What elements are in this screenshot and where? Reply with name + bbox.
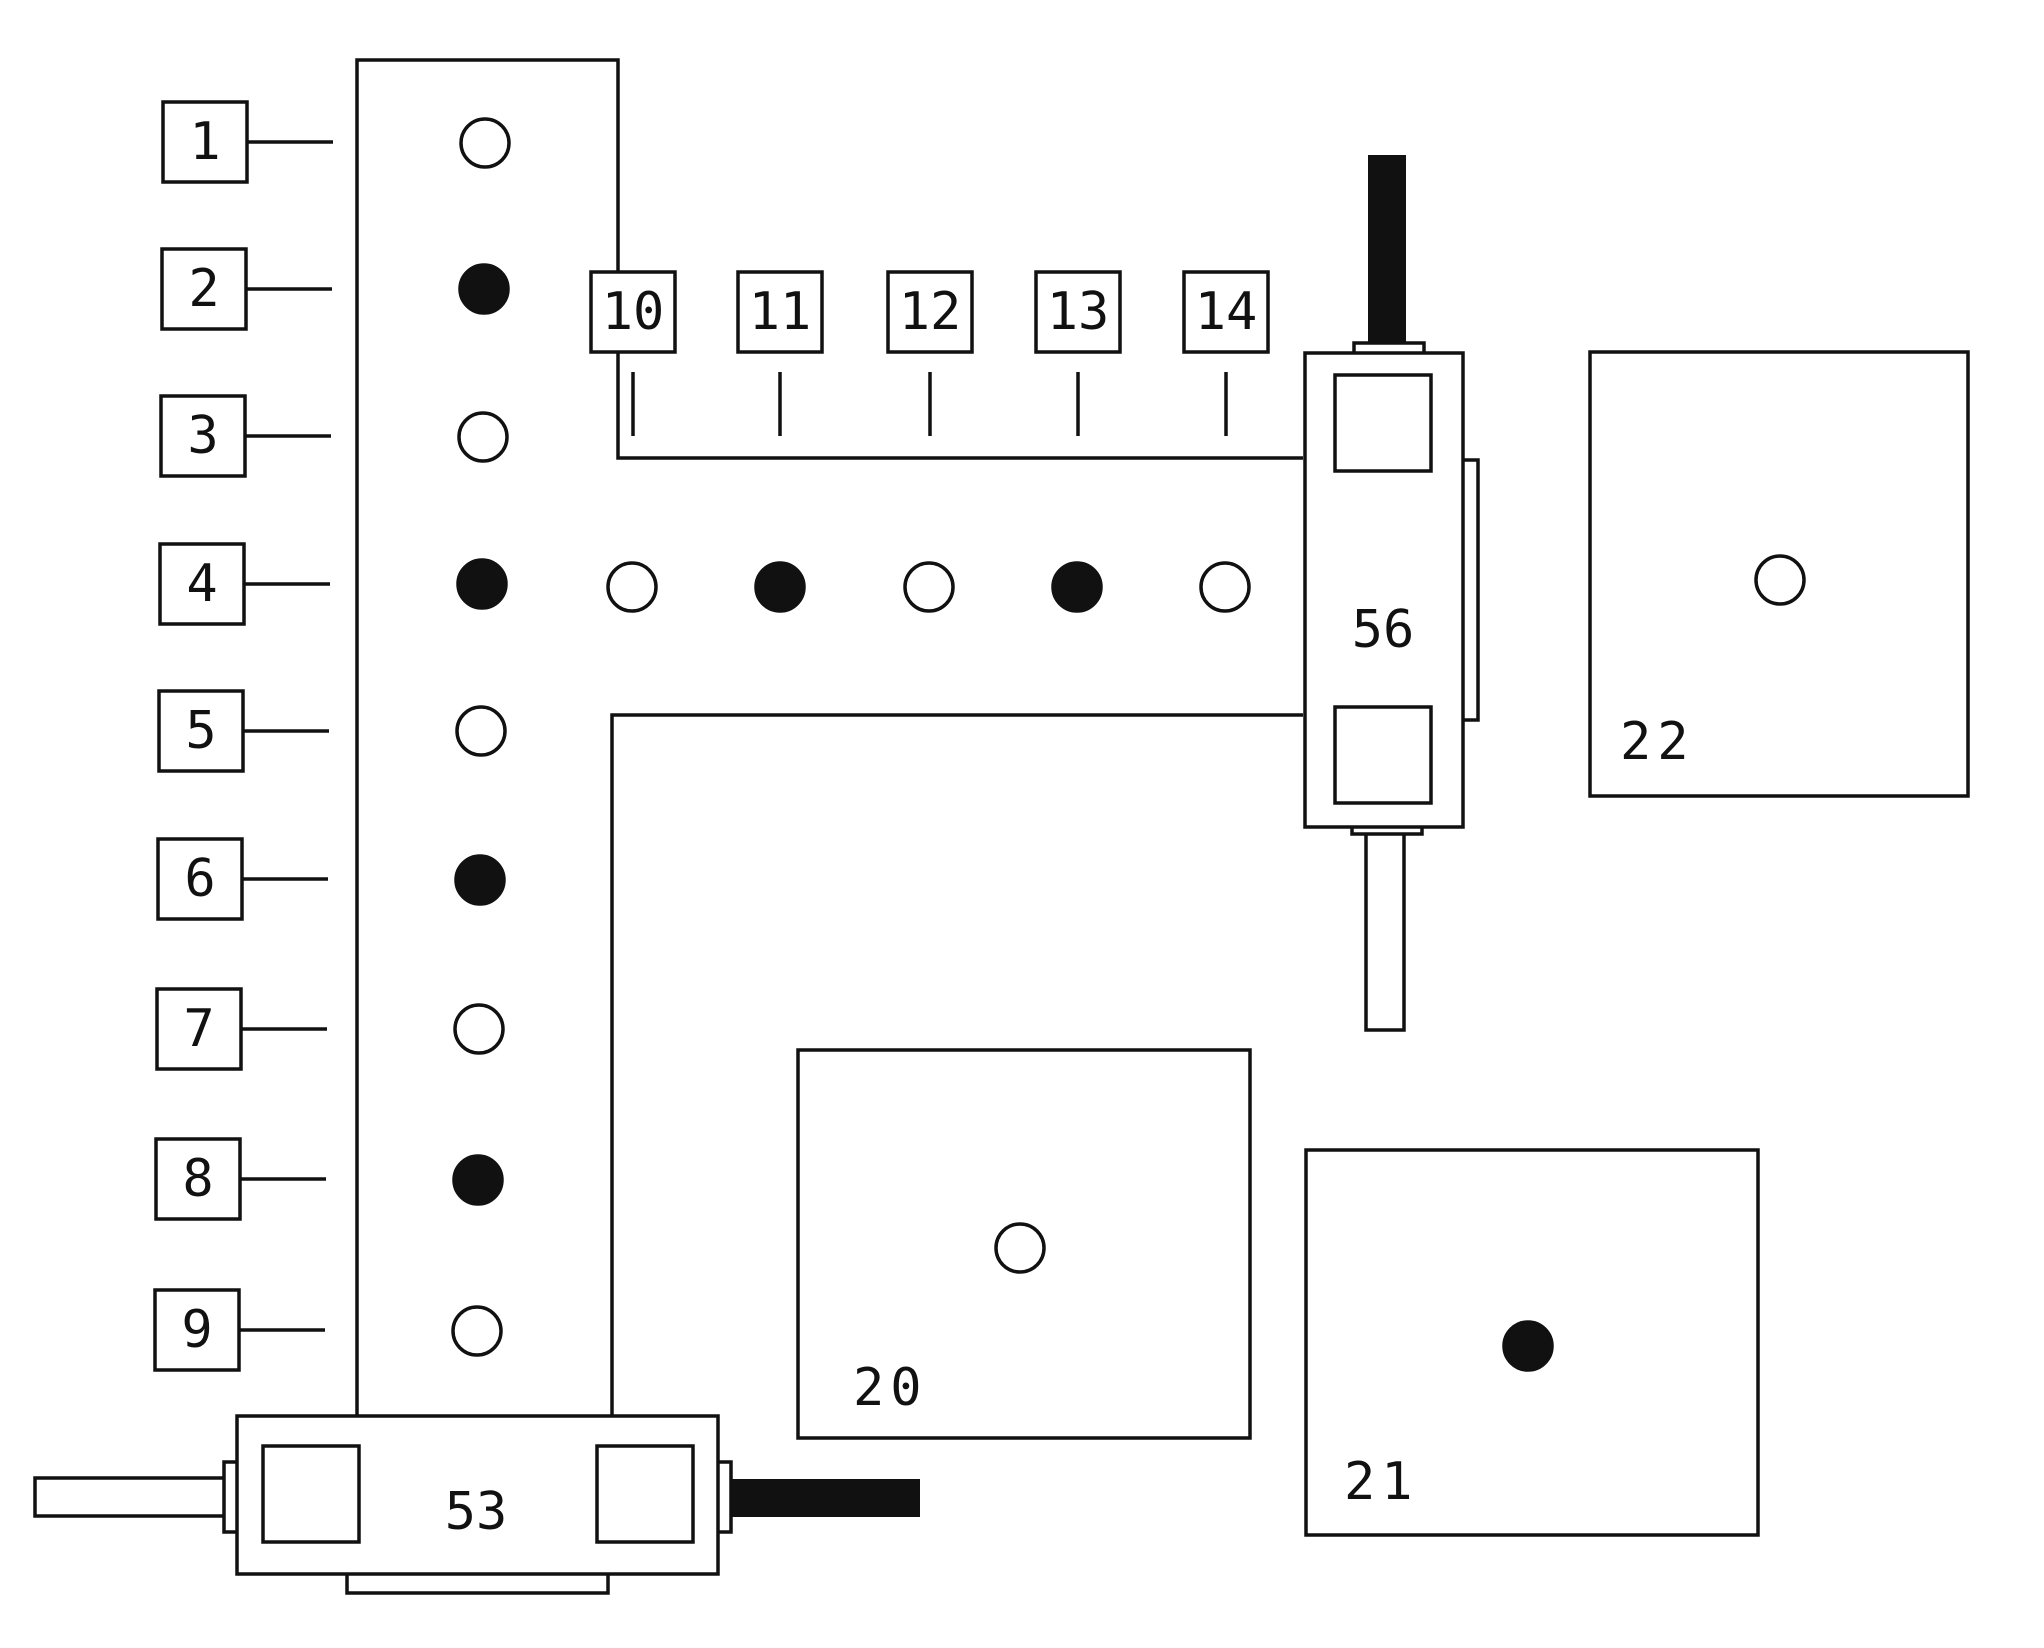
module-53-label: 53 bbox=[445, 1482, 508, 1542]
label-9-text: 9 bbox=[181, 1300, 212, 1360]
module-56-label: 56 bbox=[1352, 600, 1415, 660]
module-53-right-window bbox=[595, 1444, 695, 1544]
label-box-8: 8 bbox=[154, 1137, 326, 1221]
label-11-text: 11 bbox=[749, 282, 812, 342]
hole-v5 bbox=[455, 705, 507, 757]
hole-v1 bbox=[459, 117, 511, 169]
track-outer-edge bbox=[355, 58, 1303, 1415]
label-box-6: 6 bbox=[156, 837, 328, 921]
label-6-text: 6 bbox=[184, 849, 215, 909]
hole-v2 bbox=[458, 263, 510, 315]
panel-20: 20 bbox=[796, 1048, 1252, 1440]
label-box-9: 9 bbox=[153, 1288, 325, 1372]
vertical-hole-column bbox=[451, 117, 511, 1357]
label-box-14: 14 bbox=[1182, 270, 1270, 354]
module-53-left-window bbox=[261, 1444, 361, 1544]
label-3-text: 3 bbox=[187, 406, 218, 466]
panel-22-label: 22 bbox=[1620, 712, 1695, 772]
hole-v3 bbox=[457, 411, 509, 463]
label-box-3: 3 bbox=[159, 394, 331, 478]
hole-v8 bbox=[452, 1154, 504, 1206]
hole-v6 bbox=[454, 854, 506, 906]
hole-h2 bbox=[754, 561, 806, 613]
module-56-lower-window bbox=[1333, 705, 1433, 805]
l-track bbox=[355, 58, 1303, 1415]
module-56-upper-window bbox=[1333, 373, 1433, 473]
module-56-bottom-rod bbox=[1364, 830, 1406, 1032]
panel-21-label: 21 bbox=[1344, 1452, 1419, 1512]
label-12-text: 12 bbox=[899, 282, 962, 342]
left-label-column: 1 2 3 4 5 6 7 bbox=[153, 100, 333, 1372]
label-14-text: 14 bbox=[1195, 282, 1258, 342]
top-label-row: 10 11 12 13 14 bbox=[589, 270, 1270, 354]
label-box-4: 4 bbox=[158, 542, 330, 626]
module-56: 56 bbox=[1303, 155, 1480, 1032]
hole-h3 bbox=[903, 561, 955, 613]
module-56-top-rod bbox=[1368, 155, 1406, 345]
label-box-13: 13 bbox=[1034, 270, 1122, 354]
label-box-11: 11 bbox=[736, 270, 824, 354]
hole-h4 bbox=[1051, 561, 1103, 613]
module-53-left-rod bbox=[33, 1476, 229, 1518]
label-box-7: 7 bbox=[155, 987, 327, 1071]
label-1-text: 1 bbox=[189, 112, 220, 172]
label-box-5: 5 bbox=[157, 689, 329, 773]
panel-20-label: 20 bbox=[853, 1358, 928, 1418]
label-box-2: 2 bbox=[160, 247, 332, 331]
module-53-base-plate bbox=[345, 1575, 610, 1595]
module-56-side-plate bbox=[1463, 458, 1480, 722]
horizontal-hole-row bbox=[606, 561, 1251, 613]
panel-22: 22 bbox=[1588, 350, 1970, 798]
hole-v9 bbox=[451, 1305, 503, 1357]
label-8-text: 8 bbox=[182, 1149, 213, 1209]
label-box-12: 12 bbox=[886, 270, 974, 354]
module-53-right-rod bbox=[728, 1479, 920, 1517]
panel-21: 21 bbox=[1304, 1148, 1760, 1537]
panel-22-hole bbox=[1754, 554, 1806, 606]
hole-v7 bbox=[453, 1003, 505, 1055]
hole-h1 bbox=[606, 561, 658, 613]
label-2-text: 2 bbox=[188, 259, 219, 319]
label-box-1: 1 bbox=[161, 100, 333, 184]
label-5-text: 5 bbox=[185, 701, 216, 761]
hole-h5 bbox=[1199, 561, 1251, 613]
label-13-text: 13 bbox=[1047, 282, 1110, 342]
label-10-text: 10 bbox=[602, 282, 665, 342]
panel-20-hole bbox=[994, 1222, 1046, 1274]
track-inner-edge bbox=[610, 713, 1303, 1415]
label-box-10: 10 bbox=[589, 270, 677, 354]
label-4-text: 4 bbox=[186, 554, 217, 614]
panel-21-hole bbox=[1502, 1320, 1554, 1372]
module-53: 53 bbox=[33, 1414, 920, 1595]
hole-v4 bbox=[456, 558, 508, 610]
label-7-text: 7 bbox=[183, 999, 214, 1059]
